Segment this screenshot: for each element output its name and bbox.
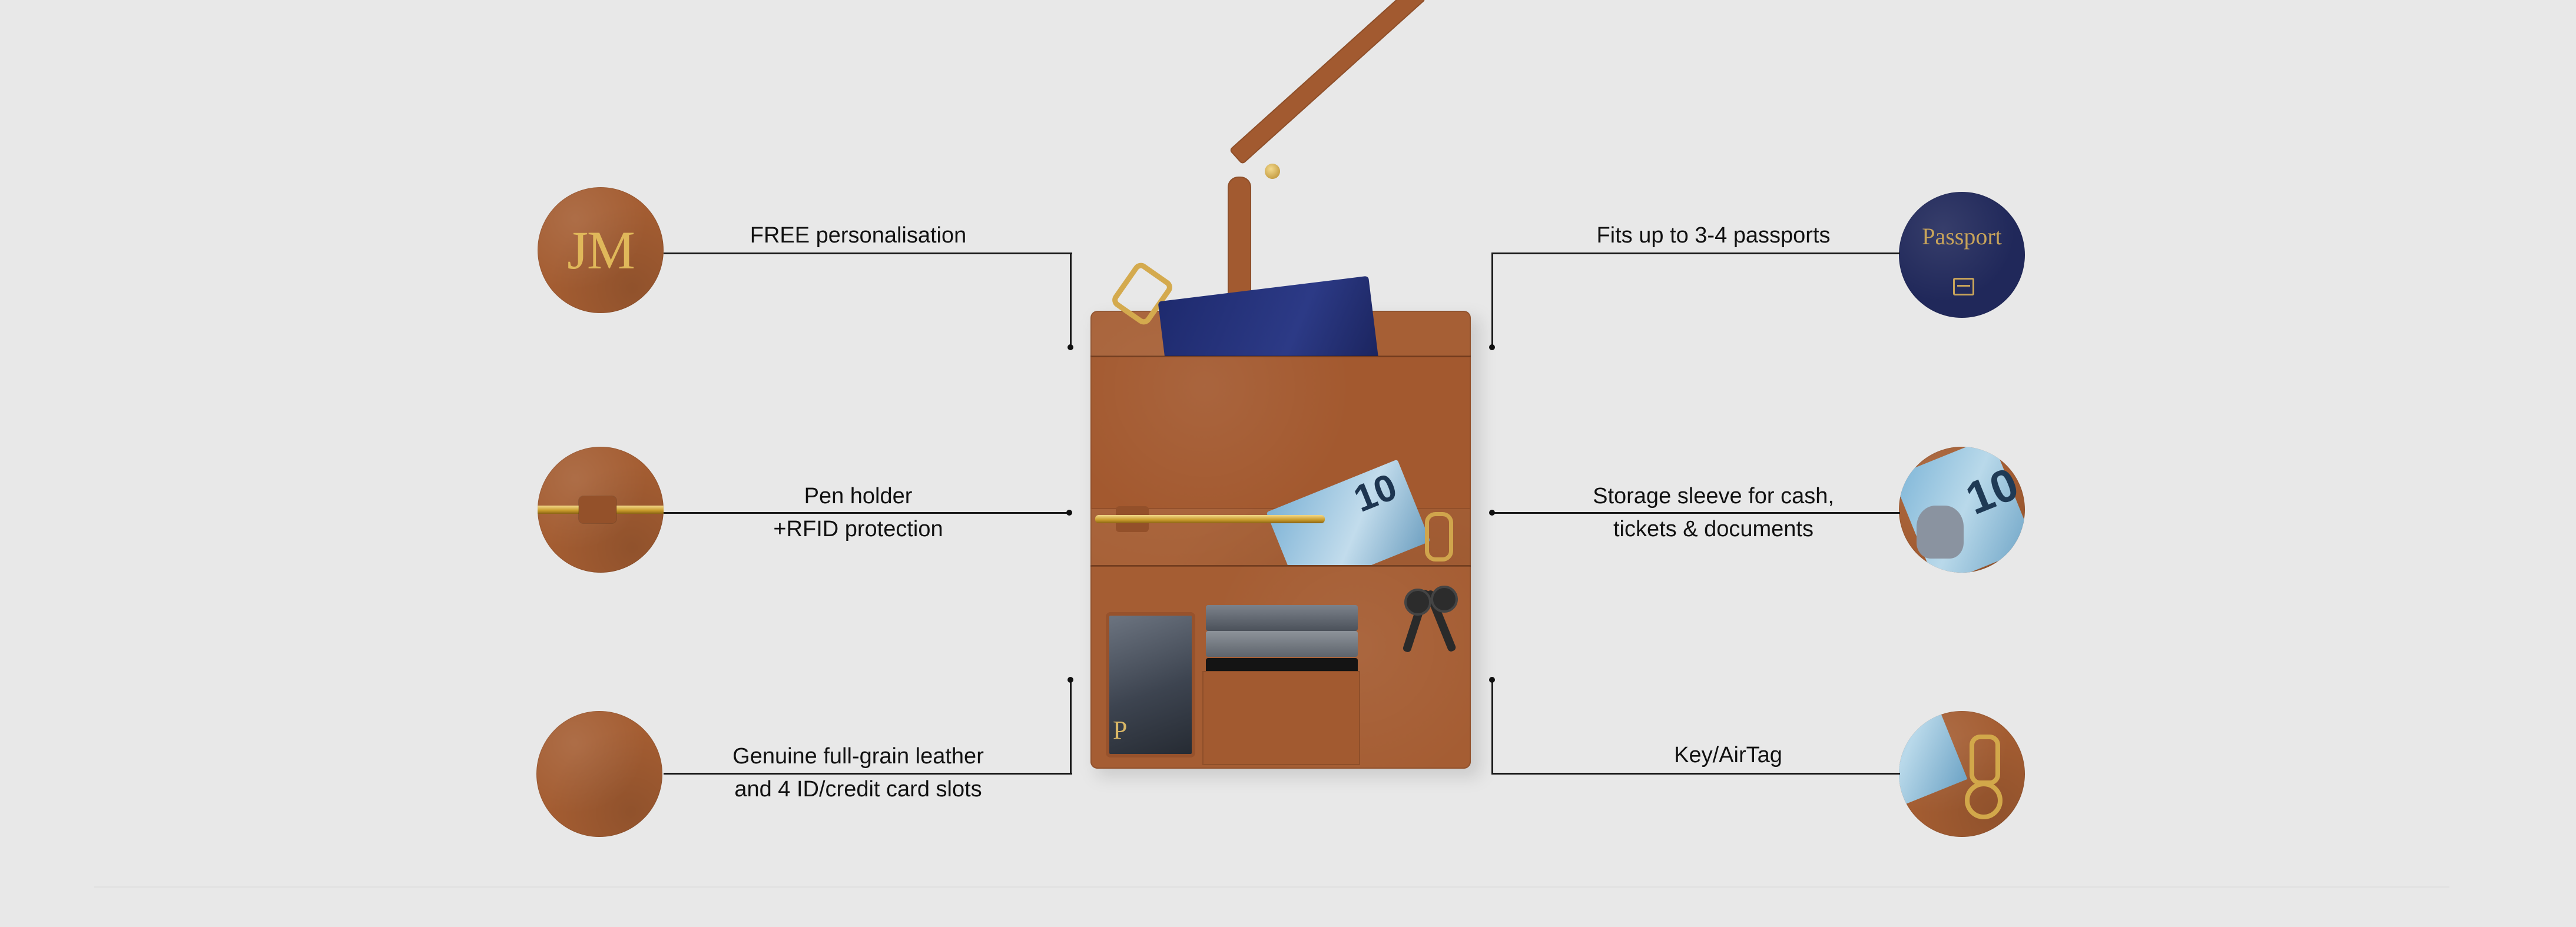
pen: [1095, 515, 1325, 523]
connector-passports-h: [1491, 252, 1900, 254]
card-panel-seam: [1090, 565, 1471, 567]
wrist-strap: [1229, 0, 1427, 165]
connector-passports-dot: [1489, 344, 1495, 350]
connector-key-dot: [1489, 677, 1495, 683]
pen-holder-detail-circle: [538, 447, 664, 573]
monogram-text: JM: [567, 220, 635, 280]
label-passports: Fits up to 3-4 passports: [1596, 223, 1831, 248]
clasp-icon: [1970, 735, 2000, 785]
passport-word: Passport: [1922, 223, 2002, 250]
card-slot-1: [1206, 605, 1358, 631]
pocket-seam: [1090, 355, 1471, 357]
keys-clasp-icon: [1425, 512, 1453, 561]
floor-line: [94, 886, 2449, 888]
connector-key-v: [1491, 680, 1493, 775]
connector-passports-v: [1491, 252, 1493, 348]
connector-leather-v: [1070, 680, 1072, 775]
label-pen-holder: Pen holder +RFID protection: [773, 484, 943, 541]
label-leather: Genuine full-grain leather and 4 ID/cred…: [732, 744, 984, 802]
connector-sleeve-h: [1494, 512, 1900, 514]
connector-pen-h: [664, 512, 1070, 514]
id-card-letter: P: [1113, 716, 1128, 745]
key-ring-icon: [1965, 782, 2003, 819]
banknote-portrait-icon: [1917, 506, 1964, 559]
connector-key-h: [1491, 773, 1900, 775]
connector-leather-dot: [1067, 677, 1073, 683]
connector-personalisation-dot: [1067, 344, 1073, 350]
passport-detail-circle: Passport: [1899, 192, 2025, 318]
card-pocket: [1202, 671, 1360, 765]
banknote-corner-icon: [1899, 711, 1968, 812]
connector-pen-dot: [1066, 510, 1072, 516]
pen-loop-icon: [579, 496, 616, 523]
strap-rivet-icon: [1265, 164, 1280, 179]
connector-leather-h: [664, 773, 1072, 775]
key-head-icon: [1431, 586, 1458, 613]
label-storage-sleeve: Storage sleeve for cash, tickets & docum…: [1593, 484, 1834, 541]
leather-detail-circle: [536, 711, 662, 837]
connector-personalisation-v: [1070, 252, 1072, 348]
passport-pocket: [1090, 356, 1471, 509]
chip-icon: [1953, 278, 1974, 295]
connector-personalisation-h: [664, 252, 1072, 254]
label-key: Key/AirTag: [1674, 743, 1782, 767]
connector-sleeve-dot: [1489, 510, 1495, 516]
card-slot-2: [1206, 631, 1358, 657]
key-detail-circle: [1899, 711, 2025, 837]
cash-sleeve-detail-circle: 10: [1899, 447, 2025, 573]
key-head-icon: [1404, 589, 1431, 616]
id-window: [1106, 612, 1195, 757]
label-personalisation: FREE personalisation: [750, 223, 967, 248]
monogram-detail-circle: JM: [538, 187, 664, 313]
